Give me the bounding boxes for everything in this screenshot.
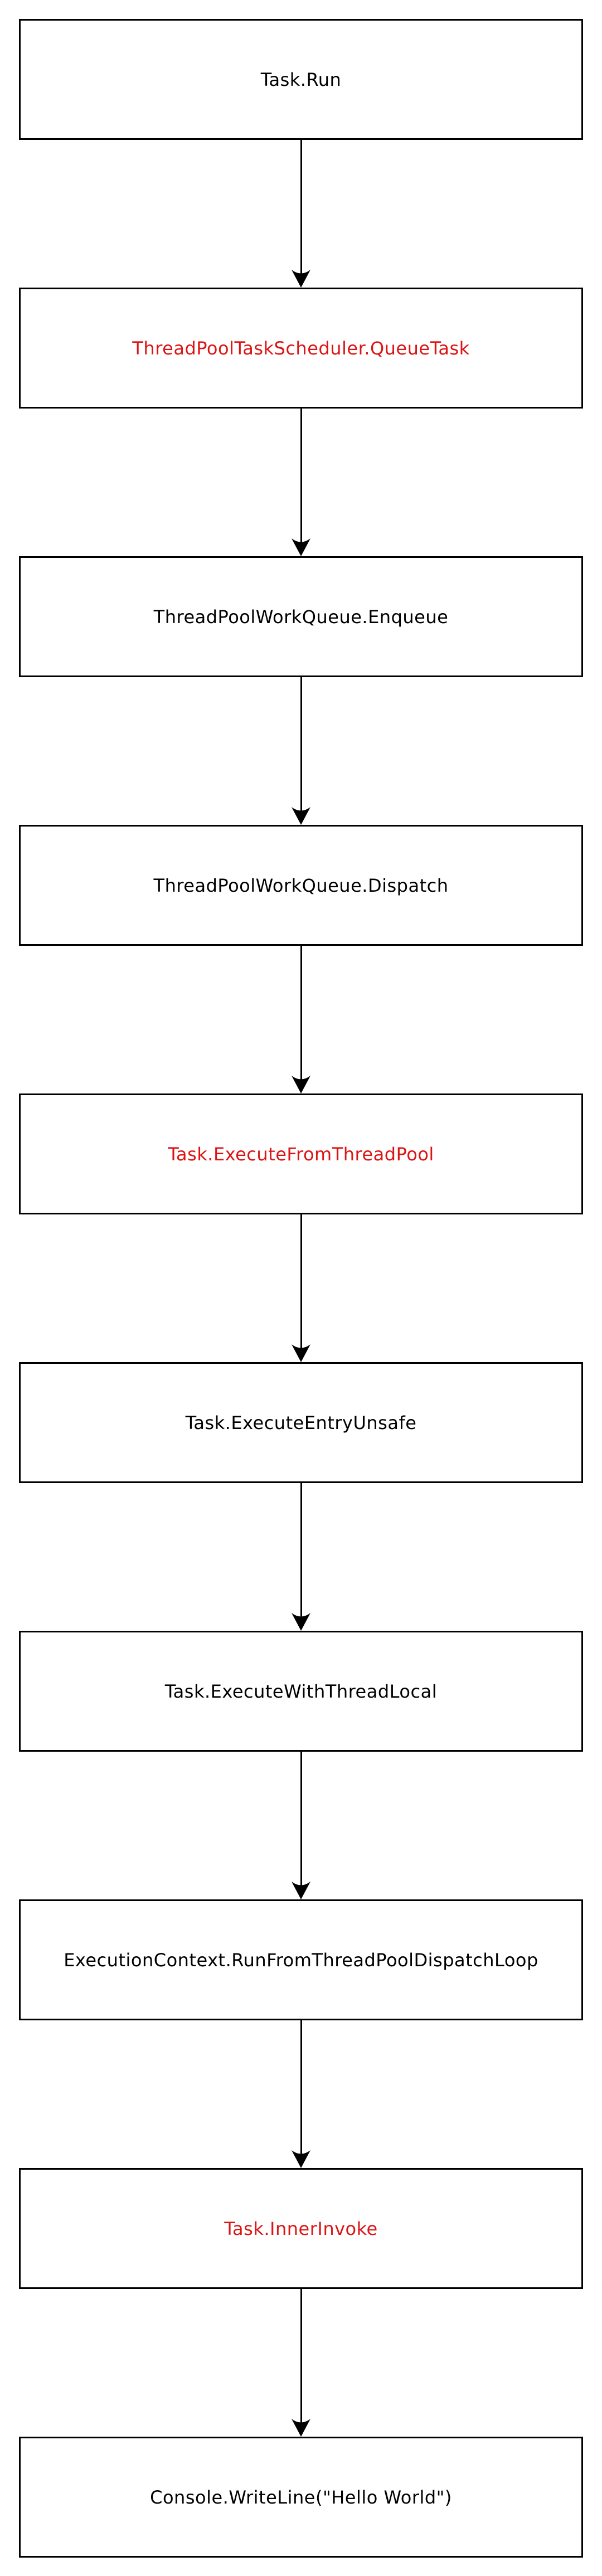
down-arrow-connector xyxy=(290,409,312,556)
flow-node-label: ThreadPoolWorkQueue.Dispatch xyxy=(153,874,449,896)
flow-node-console-writeline: Console.WriteLine("Hello World") xyxy=(19,2437,583,2558)
arrow-head-icon xyxy=(292,2150,310,2168)
arrow-line xyxy=(300,1214,302,1352)
flow-node-queue-task: ThreadPoolTaskScheduler.QueueTask xyxy=(19,288,583,409)
flow-node-execute-with-thread-local: Task.ExecuteWithThreadLocal xyxy=(19,1631,583,1752)
arrow-line xyxy=(300,140,302,277)
arrow-line xyxy=(300,2289,302,2426)
flow-node-enqueue: ThreadPoolWorkQueue.Enqueue xyxy=(19,556,583,677)
flow-node-label: Task.Run xyxy=(260,69,342,90)
down-arrow-connector xyxy=(290,140,312,288)
flow-node-inner-invoke: Task.InnerInvoke xyxy=(19,2168,583,2289)
arrow-line xyxy=(300,409,302,546)
flow-node-label: ThreadPoolWorkQueue.Enqueue xyxy=(153,606,449,628)
down-arrow-connector xyxy=(290,1752,312,1899)
arrow-head-icon xyxy=(292,1344,310,1362)
arrow-line xyxy=(300,1752,302,1889)
flow-node-label: Console.WriteLine("Hello World") xyxy=(150,2486,452,2508)
flow-node-label: Task.ExecuteFromThreadPool xyxy=(168,1143,434,1165)
down-arrow-connector xyxy=(290,677,312,825)
arrow-head-icon xyxy=(292,270,310,288)
down-arrow-connector xyxy=(290,1483,312,1631)
flow-node-execute-entry-unsafe: Task.ExecuteEntryUnsafe xyxy=(19,1362,583,1483)
flow-node-dispatch: ThreadPoolWorkQueue.Dispatch xyxy=(19,825,583,946)
arrow-head-icon xyxy=(292,2419,310,2437)
flow-node-label: Task.ExecuteEntryUnsafe xyxy=(185,1412,417,1433)
flow-node-label: Task.ExecuteWithThreadLocal xyxy=(164,1680,438,1702)
flow-node-task-run: Task.Run xyxy=(19,19,583,140)
flow-node-label: ThreadPoolTaskScheduler.QueueTask xyxy=(132,337,470,359)
arrow-line xyxy=(300,677,302,814)
arrow-line xyxy=(300,946,302,1083)
arrow-head-icon xyxy=(292,538,310,556)
arrow-line xyxy=(300,1483,302,1620)
down-arrow-connector xyxy=(290,2020,312,2168)
flow-node-run-from-dispatch-loop: ExecutionContext.RunFromThreadPoolDispat… xyxy=(19,1899,583,2020)
flow-node-label: ExecutionContext.RunFromThreadPoolDispat… xyxy=(64,1949,538,1971)
down-arrow-connector xyxy=(290,946,312,1093)
arrow-head-icon xyxy=(292,807,310,825)
arrow-head-icon xyxy=(292,1076,310,1093)
flow-node-execute-from-thread-pool: Task.ExecuteFromThreadPool xyxy=(19,1093,583,1214)
flow-node-label: Task.InnerInvoke xyxy=(224,2218,378,2239)
arrow-head-icon xyxy=(292,1882,310,1899)
down-arrow-connector xyxy=(290,1214,312,1362)
arrow-line xyxy=(300,2020,302,2157)
down-arrow-connector xyxy=(290,2289,312,2437)
arrow-head-icon xyxy=(292,1613,310,1631)
